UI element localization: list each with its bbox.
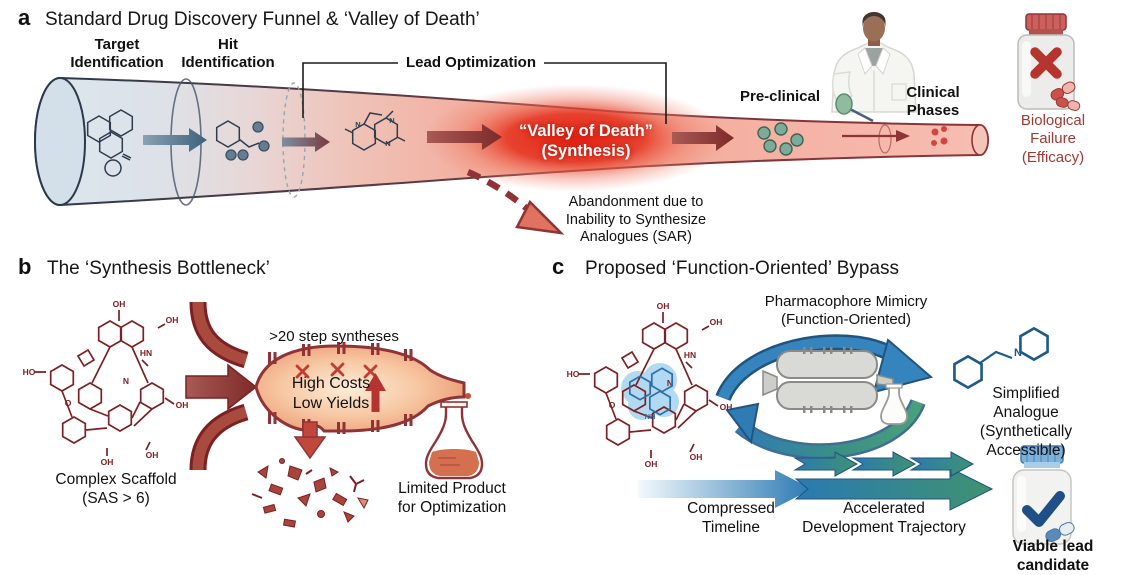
pharmacophore-rings: NH [628, 367, 674, 421]
complex-scaffold-label: Complex Scaffold (SAS > 6) [55, 471, 177, 507]
preclinical-compound-dots [757, 122, 804, 156]
compressed-timeline-label: Compressed Timeline [687, 500, 775, 536]
steps-label: >20 step syntheses [269, 328, 399, 345]
reactor-icon [762, 347, 908, 425]
scientist-icon [831, 12, 917, 123]
lead-optimization-bracket [302, 62, 667, 124]
funnel-arrow-4 [672, 125, 734, 151]
funnel-right-cap [971, 124, 989, 156]
flask-icon [424, 401, 484, 480]
costs-label: High Costs Low Yields [291, 375, 371, 412]
mini-flask-icon [880, 383, 908, 425]
fragments-icon [251, 458, 369, 528]
valley-of-death-glow [423, 84, 727, 192]
limited-product-label: Limited Product for Optimization [397, 480, 507, 516]
abandonment-arrow [466, 169, 565, 235]
funnel-tube-divider [878, 124, 892, 154]
target-molecule-icon [86, 109, 134, 177]
svg-text:N: N [1014, 347, 1022, 359]
funnel-left-cap [34, 77, 86, 206]
simplified-analogue-molecule: N [953, 327, 1049, 389]
viable-lead-label: Viable lead candidate [1012, 538, 1094, 574]
costs-up-arrow [365, 373, 386, 412]
svg-text:N: N [389, 116, 394, 125]
lead-molecule-icon: N N N [344, 110, 406, 151]
panel-b-bottleneck [23, 299, 484, 528]
complex-scaffold-molecule [23, 299, 189, 467]
chevron-arrows [793, 451, 975, 477]
funnel-arrow-2 [282, 132, 330, 152]
preclinical-label: Pre-clinical [739, 88, 821, 105]
leak-arrow [293, 421, 327, 460]
panel-c-bypass: NH N [567, 301, 1075, 545]
panel-a-funnel: N N N [34, 12, 1081, 235]
bottleneck-inlet-arrow [185, 363, 258, 411]
abandonment-label: Abandonment due to Inability to Synthesi… [565, 194, 707, 246]
panel-b-letter: b [18, 254, 32, 279]
accelerated-label: Accelerated Development Trajectory [802, 500, 966, 536]
valley-of-death-label: “Valley of Death” (Synthesis) [519, 122, 653, 161]
capsule-icons [1050, 81, 1081, 111]
funnel-arrow-5 [842, 130, 910, 142]
timeline-arrows [638, 451, 994, 511]
stage-lead-label: Lead Optimization [405, 54, 537, 71]
stage-hit-label: Hit Identification [181, 36, 275, 72]
svg-text:N: N [355, 120, 360, 129]
panel-a-title: Standard Drug Discovery Funnel & ‘Valley… [45, 9, 480, 30]
svg-text:NH: NH [645, 412, 656, 421]
failed-step-x-marks [295, 362, 378, 379]
pharmacophore-mimicry-label: Pharmacophore Mimicry (Function-Oriented… [764, 293, 928, 329]
svg-text:N: N [385, 139, 390, 148]
funnel-arrow-3 [427, 124, 502, 150]
biological-failure-label: Biological Failure (Efficacy) [1020, 112, 1086, 166]
compressed-timeline-arrow [638, 470, 812, 508]
panel-c-title: Proposed ‘Function-Oriented’ Bypass [585, 258, 900, 279]
panel-c-letter: c [552, 254, 565, 279]
feeder-pipes [189, 301, 249, 471]
clinical-compound-dots [931, 126, 948, 146]
clinical-phases-label: Clinical Phases [906, 84, 960, 120]
hit-molecule-icon [215, 120, 270, 161]
funnel-arrow-1 [143, 128, 207, 152]
simplified-analogue-label: Simplified Analogue (Synthetically Acces… [979, 385, 1073, 459]
success-bottle-icon [1012, 445, 1075, 545]
capsule-icon [1045, 521, 1075, 543]
pipe-flanges [268, 342, 413, 434]
failed-bottle-icon [1017, 13, 1081, 111]
panel-b-title: The ‘Synthesis Bottleneck’ [47, 258, 270, 279]
panel-a-letter: a [18, 5, 31, 30]
accelerated-arrow [794, 467, 994, 511]
stage-target-label: Target Identification [70, 36, 164, 72]
x-mark-icon [1030, 47, 1062, 79]
check-mark-icon [1022, 491, 1065, 527]
